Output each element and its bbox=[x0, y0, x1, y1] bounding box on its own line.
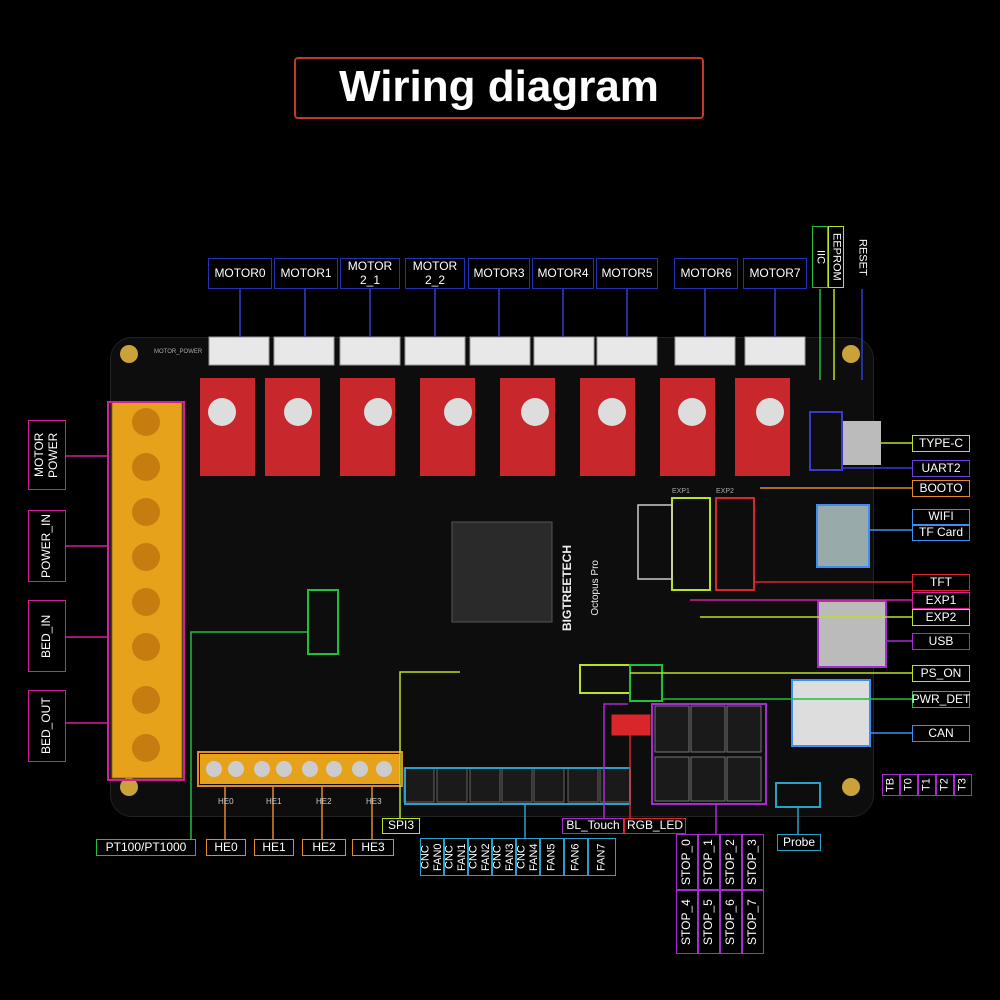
mount-hole bbox=[842, 778, 860, 796]
silk-exp1: EXP1 bbox=[672, 488, 690, 495]
label-pt100: PT100/PT1000 bbox=[96, 839, 196, 856]
label-fan7: FAN7 bbox=[588, 838, 616, 876]
label-t1: T1 bbox=[918, 774, 936, 796]
silk-brand: BIGTREETECH bbox=[560, 545, 574, 632]
label-can: CAN bbox=[912, 725, 970, 742]
label-motor1: MOTOR1 bbox=[274, 258, 338, 289]
label-rgb-led: RGB_LED bbox=[624, 818, 686, 834]
label-stop-4: STOP_4 bbox=[676, 890, 698, 954]
label-fan5: FAN5 bbox=[540, 838, 564, 876]
typec-shape bbox=[843, 421, 881, 465]
label-iic: IIC bbox=[812, 226, 828, 288]
label-cnc-fan1: CNC FAN1 bbox=[443, 838, 468, 876]
label-motor7: MOTOR7 bbox=[743, 258, 807, 289]
label-cnc-fan4: CNC FAN4 bbox=[515, 838, 540, 876]
label-cnc-fan0: CNC FAN0 bbox=[419, 838, 444, 876]
label-stop-1: STOP_1 bbox=[698, 834, 720, 890]
silk-motor-power: MOTOR_POWER bbox=[154, 349, 203, 355]
label-tft: TFT bbox=[912, 574, 970, 591]
label-uart2: UART2 bbox=[912, 460, 970, 477]
label-ps-on: PS_ON bbox=[912, 665, 970, 682]
label-motor2-2: MOTOR 2_2 bbox=[405, 258, 465, 289]
tf-slot-shape bbox=[817, 505, 869, 567]
label-reset: RESET bbox=[854, 226, 870, 288]
label-exp1: EXP1 bbox=[912, 592, 970, 609]
label-t2: T2 bbox=[936, 774, 954, 796]
label-cnc-fan3: CNC FAN3 bbox=[491, 838, 516, 876]
label-motor0: MOTOR0 bbox=[208, 258, 272, 289]
label-type-c: TYPE-C bbox=[912, 435, 970, 452]
label-bed-out: BED_OUT bbox=[28, 690, 66, 762]
silk-exp2: EXP2 bbox=[716, 488, 734, 495]
mount-hole bbox=[120, 778, 138, 796]
silk-he0: HE0 bbox=[218, 797, 234, 806]
mcu-chip bbox=[451, 521, 553, 623]
usb-port-shape bbox=[818, 601, 886, 667]
label-motor6: MOTOR6 bbox=[674, 258, 738, 289]
label-he1: HE1 bbox=[254, 839, 294, 856]
label-stop-6: STOP_6 bbox=[720, 890, 742, 954]
label-power-in: POWER_IN bbox=[28, 510, 66, 582]
label-booto: BOOTO bbox=[912, 480, 970, 497]
label-bed-in: BED_IN bbox=[28, 600, 66, 672]
label-motor3: MOTOR3 bbox=[468, 258, 530, 289]
label-t3: T3 bbox=[954, 774, 972, 796]
mount-hole bbox=[842, 345, 860, 363]
label-tf-card: TF Card bbox=[912, 525, 970, 541]
can-port-shape bbox=[792, 680, 870, 746]
label-bl-touch: BL_Touch bbox=[562, 818, 624, 834]
label-he3: HE3 bbox=[352, 839, 394, 856]
label-motor2-1: MOTOR 2_1 bbox=[340, 258, 400, 289]
label-usb: USB bbox=[912, 633, 970, 650]
label-stop-0: STOP_0 bbox=[676, 834, 698, 890]
label-he0: HE0 bbox=[206, 839, 246, 856]
page-title: Wiring diagram bbox=[294, 57, 704, 119]
silk-model: Octopus Pro bbox=[590, 560, 601, 616]
label-cnc-fan2: CNC FAN2 bbox=[467, 838, 492, 876]
label-motor-power: MOTOR POWER bbox=[28, 420, 66, 490]
silk-he3: HE3 bbox=[366, 797, 382, 806]
label-eeprom: EEPROM bbox=[828, 226, 844, 288]
label-stop-5: STOP_5 bbox=[698, 890, 720, 954]
label-exp2: EXP2 bbox=[912, 609, 970, 626]
label-stop-7: STOP_7 bbox=[742, 890, 764, 954]
label-spi3: SPI3 bbox=[382, 818, 420, 834]
label-motor4: MOTOR4 bbox=[532, 258, 594, 289]
label-he2: HE2 bbox=[302, 839, 346, 856]
silk-he2: HE2 bbox=[316, 797, 332, 806]
label-tb: TB bbox=[882, 774, 900, 796]
mount-hole bbox=[120, 345, 138, 363]
label-fan6: FAN6 bbox=[564, 838, 588, 876]
silk-he1: HE1 bbox=[266, 797, 282, 806]
label-motor5: MOTOR5 bbox=[596, 258, 658, 289]
label-wifi: WIFI bbox=[912, 509, 970, 525]
label-pwr-det: PWR_DET bbox=[912, 691, 970, 708]
label-probe: Probe bbox=[777, 834, 821, 851]
label-stop-2: STOP_2 bbox=[720, 834, 742, 890]
label-t0: T0 bbox=[900, 774, 918, 796]
label-stop-3: STOP_3 bbox=[742, 834, 764, 890]
